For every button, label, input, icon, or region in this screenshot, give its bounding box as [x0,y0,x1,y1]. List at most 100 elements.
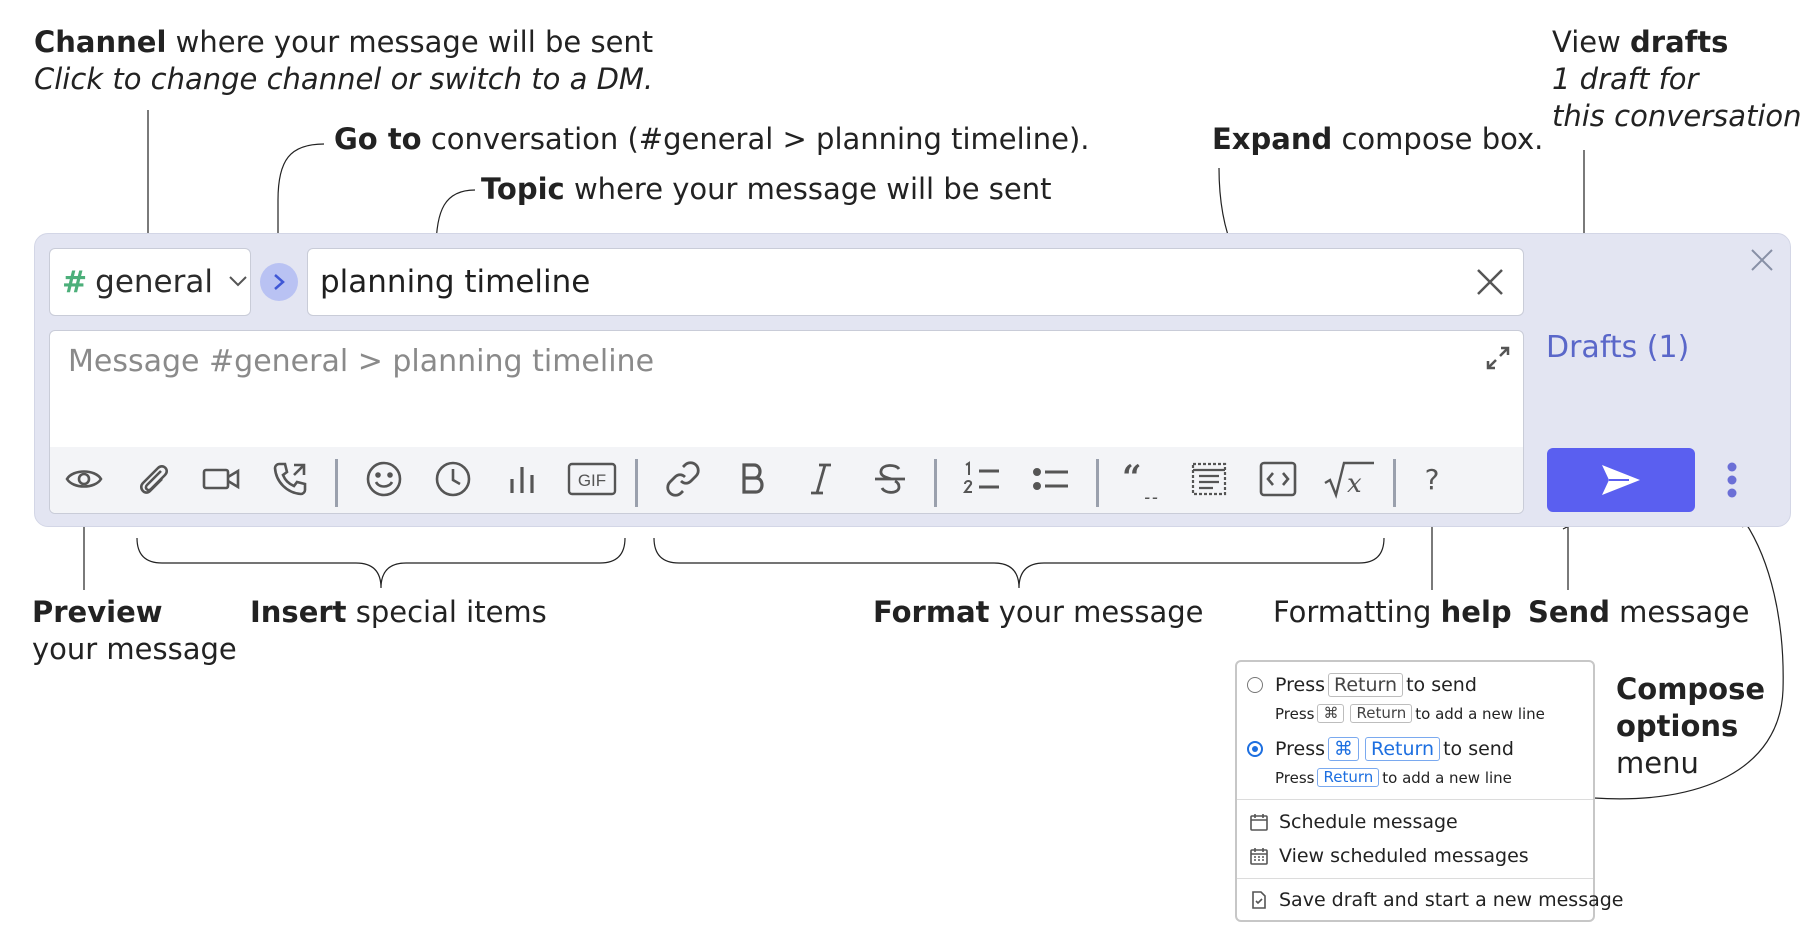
link-button[interactable] [659,455,707,503]
send-annotation-bold: Send [1528,595,1610,629]
calendar-icon [1250,814,1268,831]
gif-icon: GIF [567,462,617,496]
option2-press: Press [1275,738,1326,760]
option1-key: Return [1328,673,1404,697]
vertical-dots-icon [1727,462,1737,498]
stream-hash-icon: # [62,264,88,300]
send-button[interactable] [1547,448,1695,512]
compose-options-menu: Press Return to send Press ⌘ Return to a… [1235,660,1624,922]
channel-annotation: Channel where your message will be sent … [34,24,653,98]
preview-annotation-bold: Preview [32,595,163,629]
compose-options-annotation: Compose options menu [1616,671,1765,782]
goto-callout [278,143,325,252]
message-placeholder: Message #general > planning timeline [68,344,655,379]
formatting-help-button[interactable]: ? [1408,455,1456,503]
insert-annotation-bold: Insert [250,595,347,629]
schedule-message-item[interactable]: Schedule message [1249,811,1458,833]
expand-annotation-text: compose box. [1332,122,1544,156]
goto-annotation-text: conversation (#general > planning timeli… [421,122,1090,156]
numbered-list-icon [963,461,999,493]
option2-sub-press: Press [1275,768,1315,787]
video-call-button[interactable] [197,455,245,503]
quote-button[interactable]: “„ [1116,455,1164,503]
option2-sub-suffix: to add a new line [1382,768,1512,787]
menu-divider [1237,799,1593,800]
help-annotation-text: Formatting [1273,595,1441,629]
voice-call-button[interactable] [266,455,314,503]
radio-button-selected[interactable] [1247,741,1263,757]
attach-file-button[interactable] [129,455,177,503]
help-annotation: Formatting help [1273,594,1512,631]
clear-topic-icon[interactable] [1473,265,1507,299]
options-callout [1593,522,1784,800]
menu-divider [1237,878,1593,879]
go-to-conversation-button[interactable] [260,263,298,301]
toolbar-divider [1096,459,1099,507]
view-scheduled-label: View scheduled messages [1279,845,1529,867]
expand-annotation: Expand compose box. [1212,121,1543,158]
video-camera-icon [202,468,240,490]
drafts-annotation-bold: drafts [1630,25,1729,59]
toolbar-divider [1393,459,1396,507]
compose-options-button[interactable] [1718,455,1746,505]
topic-input[interactable]: planning timeline [307,248,1524,316]
gif-button[interactable]: GIF [567,455,617,503]
expand-annotation-bold: Expand [1212,122,1333,156]
numbered-list-button[interactable] [958,455,1006,503]
code-block-button[interactable] [1254,455,1302,503]
close-compose-icon[interactable] [1749,247,1775,273]
enter-sends-option[interactable]: Press Return to send [1247,673,1477,697]
drafts-link[interactable]: Drafts (1) [1546,330,1690,365]
drafts-annotation-italic1: 1 draft for [1552,62,1699,96]
spoiler-button[interactable] [1185,455,1233,503]
goto-annotation-bold: Go to [334,122,422,156]
drafts-annotation-text: View [1552,25,1631,59]
poll-button[interactable] [498,455,546,503]
expand-compose-icon[interactable] [1482,342,1514,374]
quote-icon: “„ [1122,459,1160,499]
strikethrough-button[interactable] [866,455,914,503]
italic-button[interactable] [797,455,845,503]
option2-suffix: to send [1443,738,1514,760]
global-time-button[interactable] [429,455,477,503]
calendar-grid-icon [1250,848,1268,865]
save-draft-item[interactable]: Save draft and start a new message [1249,889,1624,911]
option1-press: Press [1275,674,1326,696]
spoiler-icon [1191,462,1227,496]
emoji-button[interactable] [360,455,408,503]
send-annotation-text: message [1609,595,1750,629]
italic-icon [811,463,831,495]
bulleted-list-icon [1033,468,1068,490]
option1-sub-key2: Return [1350,704,1413,723]
stream-selector[interactable]: # general [49,248,251,316]
bold-button[interactable] [728,455,776,503]
view-scheduled-item[interactable]: View scheduled messages [1249,845,1529,867]
drafts-annotation: View drafts 1 draft for this conversatio… [1552,24,1802,135]
option1-sub-key1: ⌘ [1317,704,1345,723]
insert-annotation: Insert special items [250,594,547,631]
compose-options-line1: Compose [1616,672,1766,706]
option2-sub-key: Return [1317,768,1380,787]
option2-key2: Return [1365,737,1441,761]
topic-annotation-text: where your message will be sent [564,172,1052,206]
preview-annotation-text: your message [32,632,237,666]
toolbar-divider [934,459,937,507]
preview-annotation: Preview your message [32,594,237,668]
bulleted-list-button[interactable] [1027,455,1075,503]
eye-icon [65,470,103,488]
code-icon [1259,461,1297,497]
cmd-enter-sends-option[interactable]: Press ⌘ Return to send [1247,737,1514,761]
compose-options-line3: menu [1616,746,1699,780]
math-button[interactable]: x [1323,455,1375,503]
smiley-icon [366,461,402,497]
link-icon [666,461,700,497]
topic-annotation-bold: Topic [481,172,565,206]
option2-subtext: Press Return to add a new line [1275,768,1512,787]
option2-key1: ⌘ [1328,737,1360,761]
send-annotation: Send message [1528,594,1750,631]
paperclip-icon [140,465,168,494]
radio-button[interactable] [1247,677,1263,693]
preview-button[interactable] [60,455,108,503]
svg-text:„: „ [1141,472,1160,499]
svg-text:“: “ [1122,459,1142,498]
